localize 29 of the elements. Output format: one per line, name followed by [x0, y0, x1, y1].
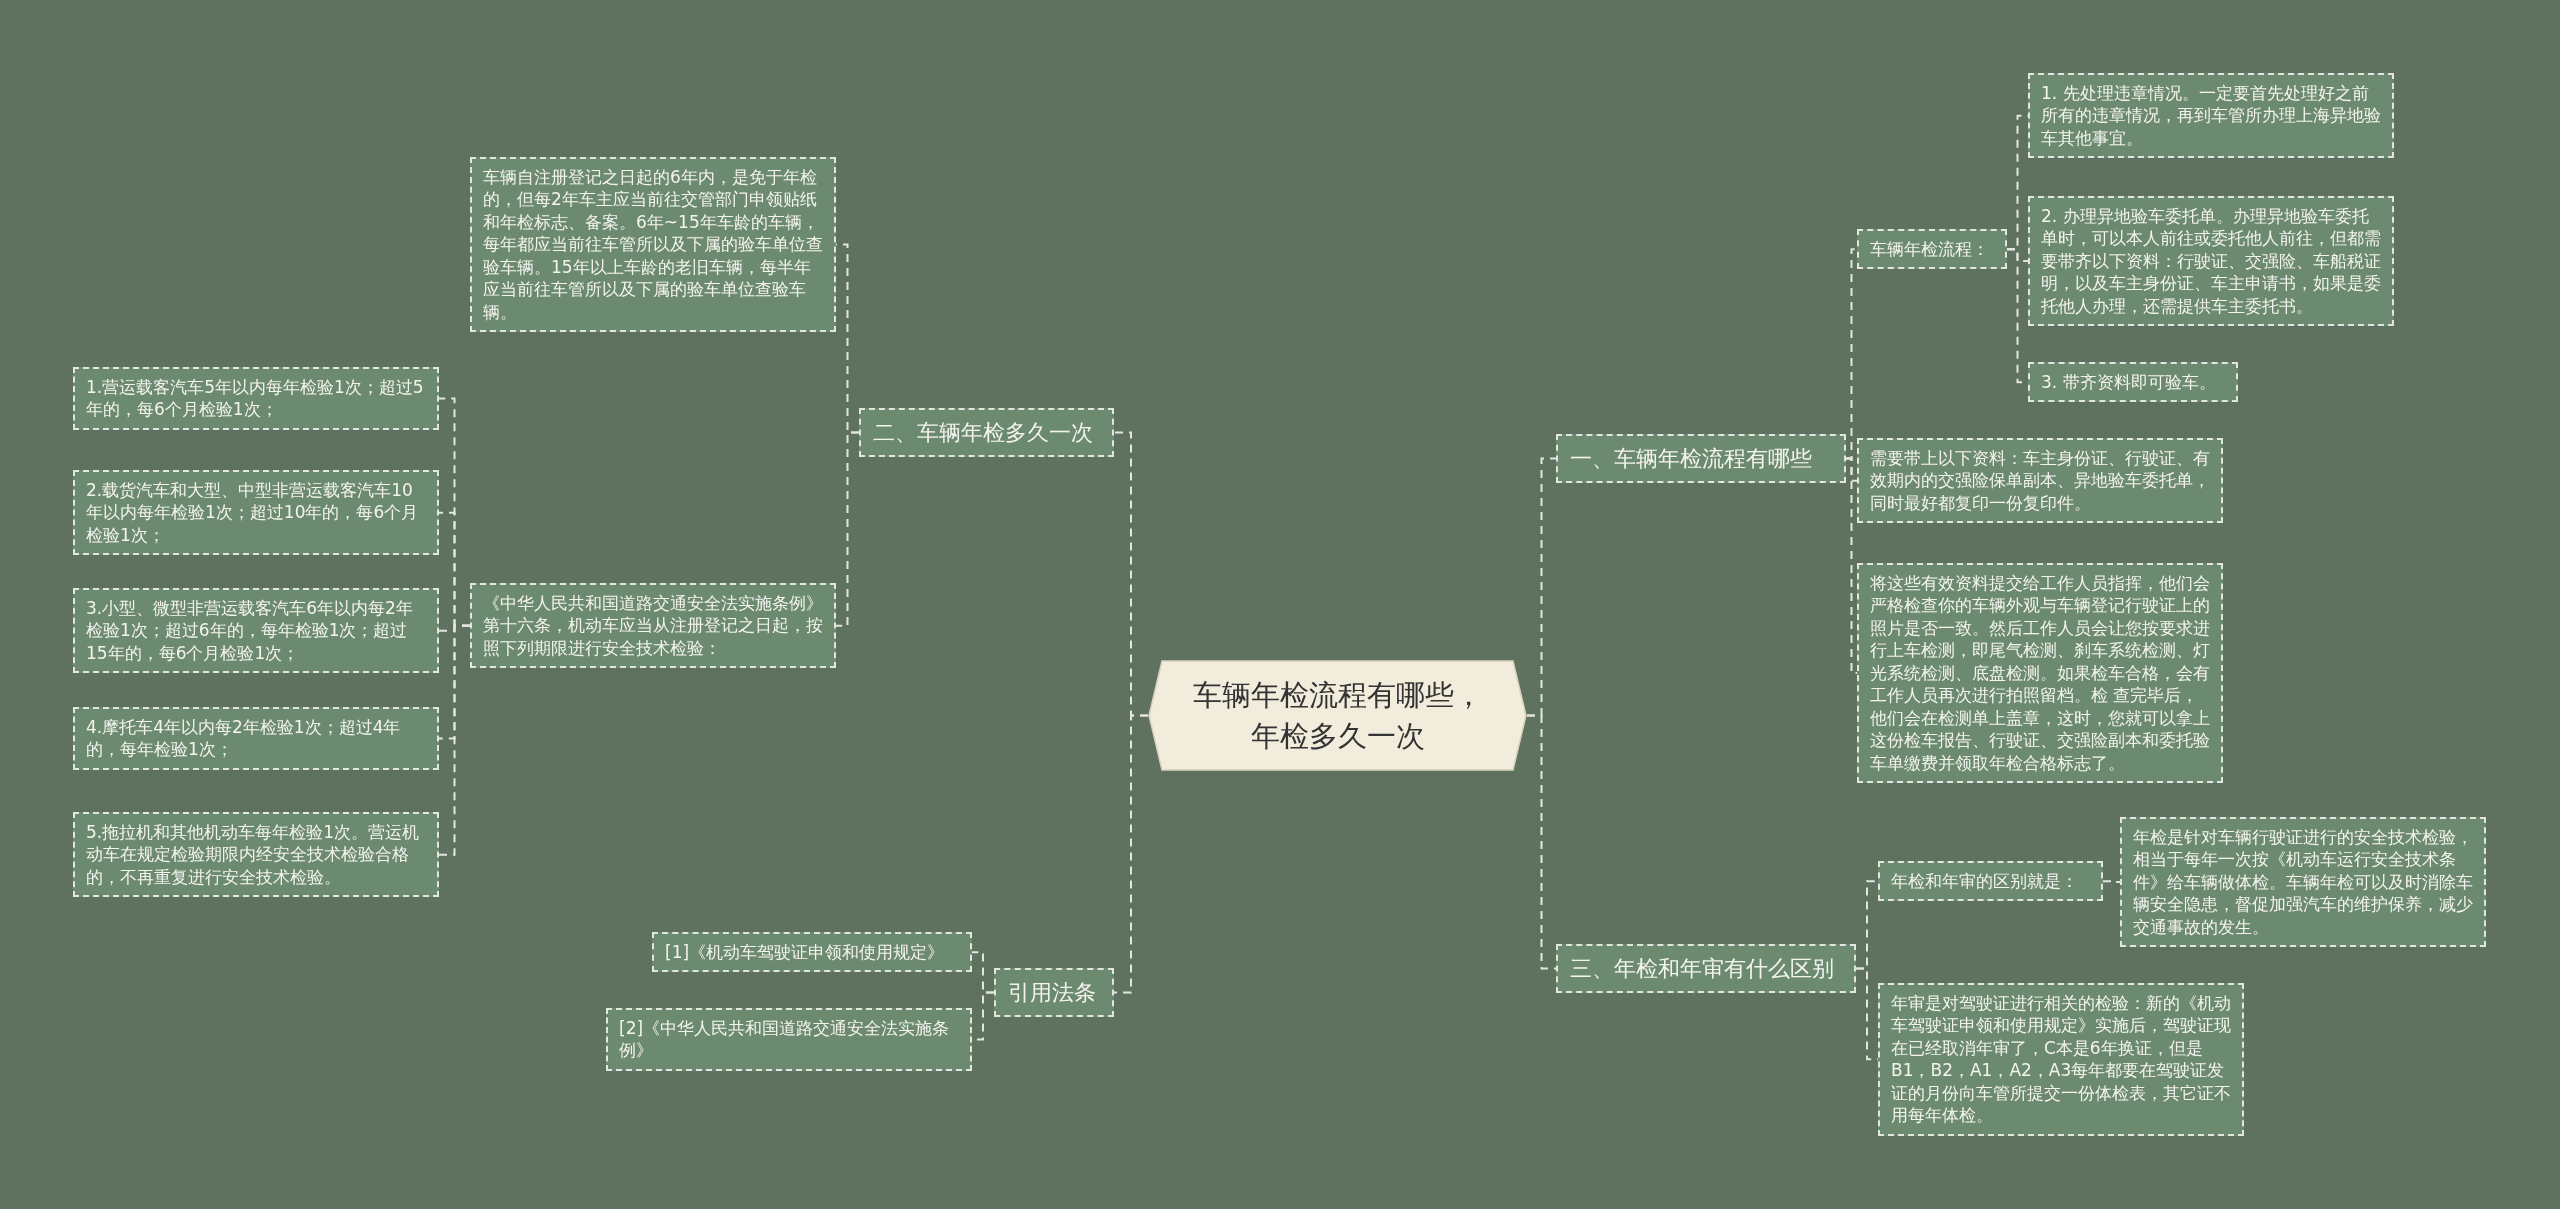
note-box: 年检和年审的区别就是： — [1878, 861, 2103, 902]
branch-box: 一、车辆年检流程有哪些 — [1556, 434, 1846, 484]
note-box: [2]《中华人民共和国道路交通安全法实施条例》 — [606, 1008, 972, 1071]
topic-box: 车辆年检流程有哪些，年检多久一次 — [1148, 660, 1527, 771]
note-box: 年检是针对车辆行驶证进行的安全技术检验，相当于每年一次按《机动车运行安全技术条件》给车辆做体检。车辆年检可以及时消除车辆安全隐患，督促加强汽车的维护保养，减少交通事故的发生。 — [2120, 817, 2486, 948]
note-box: 年审是对驾驶证进行相关的检验：新的《机动车驾驶证申领和使用规定》实施后，驾驶证现在已经取消年审了，C本是6年换证，但是B1，B2，A1，A2，A3每年都要在驾驶证发证的月份向车管所提交一份体检表，其它证不用每年体检。 — [1878, 983, 2244, 1136]
note-box: 1. 先处理违章情况。一定要首先处理好之前所有的违章情况，再到车管所办理上海异地验车其他事宜。 — [2028, 73, 2394, 159]
connector-line — [835, 431, 860, 627]
connector-line — [1113, 714, 1149, 994]
note-box: 车辆年检流程： — [1857, 229, 2007, 270]
connector-line — [2102, 880, 2121, 884]
note-box: 1.营运载客汽车5年以内每年检验1次；超过5年的，每6个月检验1次； — [73, 367, 439, 430]
note-box: 3.小型、微型非营运载客汽车6年以内每2年检验1次；超过6年的，每年检验1次；超过15年的，每6个月检验1次； — [73, 588, 439, 674]
note-box: 车辆自注册登记之日起的6年内，是免于年检的，但每2年车主应当前往交管部门申领贴纸和年检标志、备案。6年~15年车龄的车辆，每年都应当前往车管所以及下属的验车单位查验车辆。15年以上车龄的老旧车辆，每半年应当前往车管所以及下属的验车单位查验车辆。 — [470, 157, 836, 333]
note-box: 将这些有效资料提交给工作人员指挥，他们会严格检查你的车辆外观与车辆登记行驶证上的照片是否一致。然后工作人员会让您按要求进行上车检测，即尾气检测、刹车系统检测、灯光系统检测、底盘检测。如果检车合格，会有工作人员再次进行拍照留档。检 查完毕后，他们会在检测单上盖章，这时，您就可以拿上这份检车报告、行驶证、交强险副本和委托验车单缴费并领取年检合格标志了。 — [1857, 563, 2223, 783]
branch-box: 二、车辆年检多久一次 — [859, 408, 1114, 458]
note-box: 2. 办理异地验车委托单。办理异地验车委托单时，可以本人前往或委托他人前往，但都需要带齐以下资料：行驶证、交强险、车船税证明，以及车主身份证、车主申请书，如果是委托他人办理，还需提供车主委托书。 — [2028, 196, 2394, 327]
branch-box: 引用法条 — [994, 968, 1114, 1018]
note-box: [1]《机动车驾驶证申领和使用规定》 — [652, 932, 972, 973]
connector-line — [438, 624, 471, 856]
note-box: 4.摩托车4年以内每2年检验1次；超过4年的，每年检验1次； — [73, 707, 439, 770]
note-box: 需要带上以下资料：车主身份证、行驶证、有效期内的交强险保单副本、异地验车委托单，同时最好都复印一份复印件。 — [1857, 438, 2223, 524]
note-box: 5.拖拉机和其他机动车每年检验1次。营运机动车在规定检验期限内经安全技术检验合格的，不再重复进行安全技术检验。 — [73, 812, 439, 898]
note-box: 《中华人民共和国道路交通安全法实施条例》第十六条，机动车应当从注册登记之日起，按照下列期限进行安全技术检验： — [470, 583, 836, 669]
branch-box: 三、年检和年审有什么区别 — [1556, 944, 1856, 994]
note-box: 2.载货汽车和大型、中型非营运载客汽车10年以内每年检验1次；超过10年的，每6个月检验1次； — [73, 470, 439, 556]
connector-line — [1845, 457, 1858, 674]
note-box: 3. 带齐资料即可验车。 — [2028, 362, 2238, 403]
connector-line — [1526, 714, 1557, 970]
